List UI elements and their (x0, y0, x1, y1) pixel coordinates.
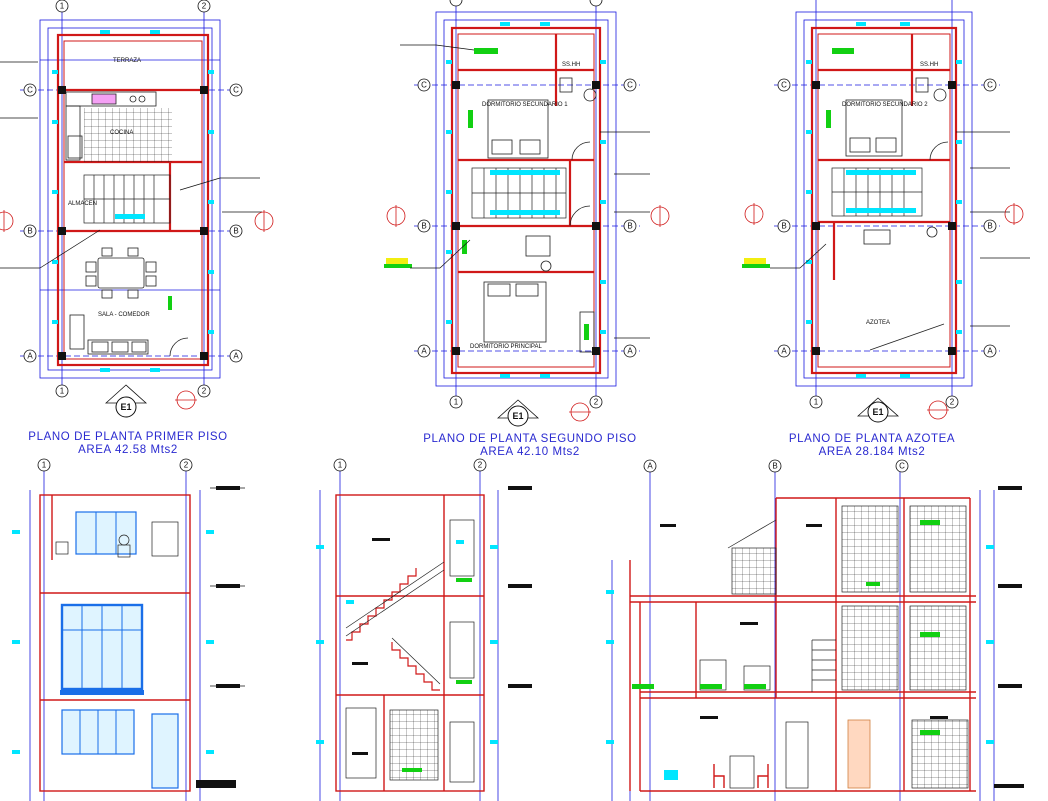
section-marker-label-p2: E1 (512, 411, 523, 421)
room-label-terraza: TERRAZA (113, 58, 141, 64)
axis-b-right-p3: B (987, 222, 992, 231)
axis-b-left: B (27, 227, 32, 236)
dining-table (85, 247, 157, 299)
plan2-area: AREA 42.10 Mts2 (480, 446, 580, 458)
room-label-dormitorio-secundario-2: DORMITORIO SECUNDARIO 2 (842, 102, 928, 108)
plan1-area: AREA 42.58 Mts2 (78, 444, 178, 456)
plan-azotea: 1 2 C C B B A A SS.HH DORMITORIO SECUNDA… (742, 0, 1030, 423)
axis-c-right-p2: C (627, 81, 633, 90)
axis-1-top: 1 (60, 2, 65, 11)
axis-a-right-p3: A (987, 347, 993, 356)
refrigerator (847, 719, 871, 789)
stair-section-flight (346, 568, 440, 691)
axis-1-bottom-p3: 1 (814, 398, 819, 407)
room-label-azotea: AZOTEA (866, 320, 890, 326)
plan3-caption: PLANO DE PLANTA AZOTEA AREA 28.184 Mts2 (756, 433, 988, 459)
room-label-dormitorio-principal: DORMITORIO PRINCIPAL (470, 344, 542, 350)
axis-a-right: A (233, 352, 239, 361)
level-tag-yellow-p3 (744, 258, 766, 264)
axis-c-left: C (27, 86, 33, 95)
dining-chairs (713, 764, 769, 788)
axis-markers-plan1 (23, 0, 243, 398)
axis-1-bottom-p2: 1 (454, 398, 459, 407)
bed-secundario-1 (487, 99, 549, 159)
room-label-sala-comedor: SALA - COMEDOR (98, 312, 150, 318)
level-tag-yellow (386, 258, 408, 264)
section-marker-label: E1 (120, 402, 131, 412)
section-stair: 1 2 (316, 458, 532, 801)
axis-1-section1: 1 (338, 461, 343, 470)
section-marker-e1-plan2: E1 (496, 399, 540, 427)
axis-c-left-p3: C (781, 81, 787, 90)
axis-a-section2: A (647, 462, 653, 471)
kitchen-tile-floor (84, 108, 172, 162)
bed-secundario-2 (845, 99, 903, 157)
plan1-title: PLANO DE PLANTA PRIMER PISO (28, 431, 228, 443)
room-label-cocina: COCINA (110, 130, 133, 136)
room-label-almacen: ALMACEN (68, 201, 97, 207)
plan3-title: PLANO DE PLANTA AZOTEA (788, 433, 956, 445)
room-label-sshh-p3: SS.HH (920, 62, 938, 68)
section-marker-label-p3: E1 (872, 407, 883, 417)
front-elevation: 1 2 (12, 458, 245, 801)
axis-b-right: B (233, 227, 238, 236)
plan-primer-piso: 1 2 1 2 C C B B A A TERRAZA COCINA ALMAC… (0, 0, 274, 418)
plan-segundo-piso: 1 2 C C B B A A SS.HH DORMITORIO SECUNDA… (384, 0, 670, 427)
axis-2-section1: 2 (478, 461, 483, 470)
axis-b-section2: B (772, 462, 777, 471)
level-tag-green-p3 (742, 264, 770, 268)
axis-2-bottom-p2: 2 (594, 398, 599, 407)
plan1-caption: PLANO DE PLANTA PRIMER PISO AREA 42.58 M… (12, 431, 244, 457)
sofa (69, 314, 189, 357)
axis-b-left-p3: B (781, 222, 786, 231)
room-label-dormitorio-secundario-1: DORMITORIO SECUNDARIO 1 (482, 102, 568, 108)
axis-b-left-p2: B (421, 222, 426, 231)
axis-c-right-p3: C (987, 81, 993, 90)
axis-a-right-p2: A (627, 347, 633, 356)
section-marker-e1-plan1: E1 (104, 384, 148, 418)
stair-block-2 (471, 167, 567, 219)
axis-a-left-p2: A (421, 347, 427, 356)
axis-1-elevation: 1 (42, 461, 47, 470)
axis-b-right-p2: B (627, 222, 632, 231)
section-marker-e1-plan3: E1 (856, 397, 900, 423)
axis-2-top: 2 (202, 2, 207, 11)
axis-2-bottom: 2 (202, 387, 207, 396)
plan2-title: PLANO DE PLANTA SEGUNDO PISO (423, 433, 637, 445)
axis-c-right: C (233, 86, 239, 95)
axis-1-bottom: 1 (60, 387, 65, 396)
bed-principal (483, 281, 547, 343)
plan2-caption: PLANO DE PLANTA SEGUNDO PISO AREA 42.10 … (414, 433, 646, 459)
axis-c-section2: C (899, 462, 905, 471)
section-longitudinal: A B C (606, 459, 1024, 801)
axis-c-left-p2: C (421, 81, 427, 90)
axis-2-bottom-p3: 2 (950, 398, 955, 407)
axis-2-elevation: 2 (184, 461, 189, 470)
axis-a-left: A (27, 352, 33, 361)
room-label-sshh-p2: SS.HH (562, 62, 580, 68)
axis-a-left-p3: A (781, 347, 787, 356)
level-tag-green (384, 264, 412, 268)
plan3-area: AREA 28.184 Mts2 (818, 446, 926, 458)
